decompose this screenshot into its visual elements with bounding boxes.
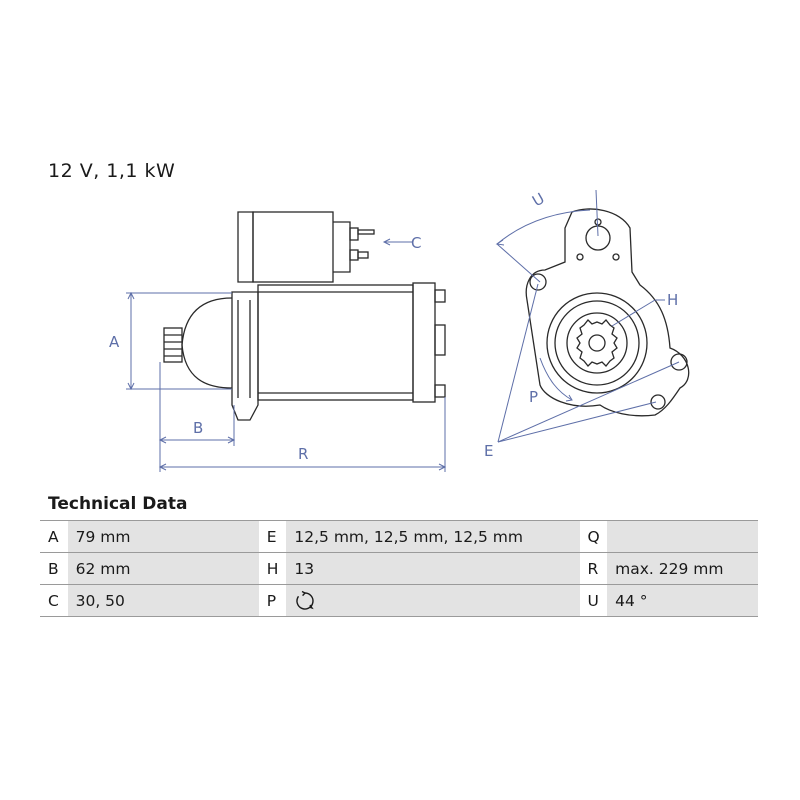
spec-value: 62 mm — [67, 552, 259, 585]
dimension-labels: A B C R U H P E — [109, 189, 678, 463]
spec-key: E — [258, 520, 287, 553]
spec-value — [286, 584, 580, 617]
spec-value: 13 — [286, 552, 580, 585]
label-e: E — [484, 442, 493, 460]
pinion-gear — [576, 319, 618, 367]
end-flange-outline — [525, 208, 690, 417]
housing-outer-ring — [546, 292, 648, 394]
spec-value: 30, 50 — [67, 584, 259, 617]
label-b: B — [193, 419, 203, 437]
label-h: H — [667, 291, 678, 309]
spec-value — [607, 520, 758, 553]
label-r: R — [298, 445, 308, 463]
spec-value: 12,5 mm, 12,5 mm, 12,5 mm — [286, 520, 580, 553]
spec-key: U — [579, 584, 608, 617]
front-view — [525, 208, 690, 417]
pinion — [163, 327, 183, 363]
spec-key: R — [579, 552, 608, 585]
spec-value: max. 229 mm — [607, 552, 758, 585]
spec-key: P — [258, 584, 287, 617]
solenoid-cap — [237, 211, 254, 283]
spec-key: B — [40, 552, 68, 585]
spec-key: H — [258, 552, 287, 585]
dimension-lines — [126, 189, 680, 472]
mount-hole-1 — [529, 273, 547, 291]
clockwise-rotation-icon — [296, 590, 315, 610]
motor-body — [257, 284, 414, 401]
side-view — [163, 211, 446, 421]
solenoid-body — [252, 211, 334, 283]
nose-housing — [181, 297, 233, 389]
solenoid-end — [333, 221, 351, 273]
spec-key: A — [40, 520, 68, 553]
spec-value: 79 mm — [67, 520, 259, 553]
spec-line: 12 V, 1,1 kW — [48, 160, 176, 182]
label-u: U — [529, 189, 548, 210]
technical-data-title: Technical Data — [48, 494, 188, 514]
spec-key: Q — [579, 520, 608, 553]
end-cap — [412, 282, 436, 403]
spec-value: 44 ° — [607, 584, 758, 617]
label-a: A — [109, 333, 120, 351]
label-c: C — [411, 234, 421, 252]
mounting-flange — [231, 291, 259, 421]
mount-hole-2 — [670, 353, 688, 371]
spec-key: C — [40, 584, 68, 617]
label-p: P — [529, 388, 538, 406]
mount-hole-3 — [650, 394, 666, 410]
